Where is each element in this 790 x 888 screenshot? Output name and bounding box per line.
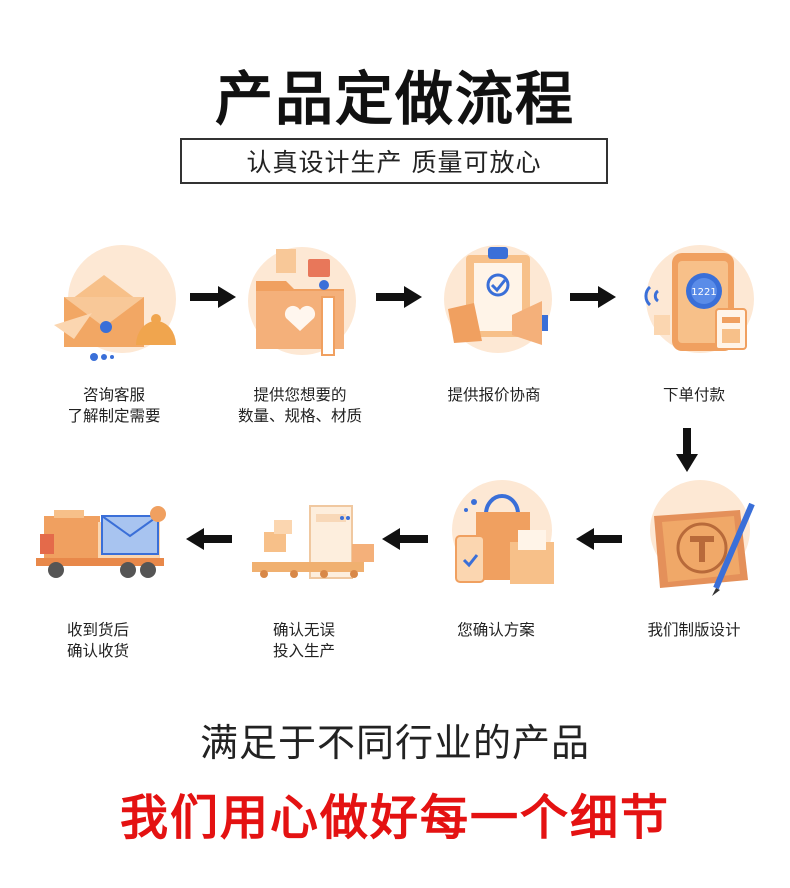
step-production: 确认无误 投入生产	[214, 470, 394, 662]
step-requirements: 提供您想要的 数量、规格、材质	[210, 235, 390, 427]
production-line-icon	[234, 470, 374, 610]
step-label: 提供您想要的 数量、规格、材质	[210, 385, 390, 427]
step-label: 提供报价协商	[404, 385, 584, 406]
step-payment: 1221 下单付款	[604, 235, 784, 406]
page-title: 产品定做流程	[0, 52, 790, 136]
subtitle-box: 认真设计生产 质量可放心	[180, 138, 608, 184]
step-label: 下单付款	[604, 385, 784, 406]
step-design: 我们制版设计	[604, 470, 784, 641]
step-delivery: 收到货后 确认收货	[8, 470, 188, 662]
arrow-left-icon	[186, 528, 232, 550]
step-label: 确认无误 投入生产	[214, 620, 394, 662]
step-label: 您确认方案	[406, 620, 586, 641]
shopping-bag-box-icon	[426, 470, 566, 610]
subtitle-text: 认真设计生产 质量可放心	[247, 143, 542, 179]
arrow-down-icon	[676, 428, 698, 472]
step-label: 咨询客服 了解制定需要	[24, 385, 204, 427]
step-quote: 提供报价协商	[404, 235, 584, 406]
folder-media-icon	[230, 235, 370, 375]
step-confirm-plan: 您确认方案	[406, 470, 586, 641]
mail-bell-icon	[44, 235, 184, 375]
design-board-pen-icon	[624, 470, 764, 610]
delivery-truck-icon	[28, 470, 168, 610]
clipboard-megaphone-icon	[424, 235, 564, 375]
footer-line-2: 我们用心做好每一个细节	[0, 778, 790, 848]
footer-line-1: 满足于不同行业的产品	[0, 712, 790, 767]
step-label: 收到货后 确认收货	[8, 620, 188, 662]
step-consult: 咨询客服 了解制定需要	[24, 235, 204, 427]
step-label: 我们制版设计	[604, 620, 784, 641]
phone-payment-icon: 1221	[624, 235, 764, 375]
svg-text:1221: 1221	[691, 287, 716, 298]
